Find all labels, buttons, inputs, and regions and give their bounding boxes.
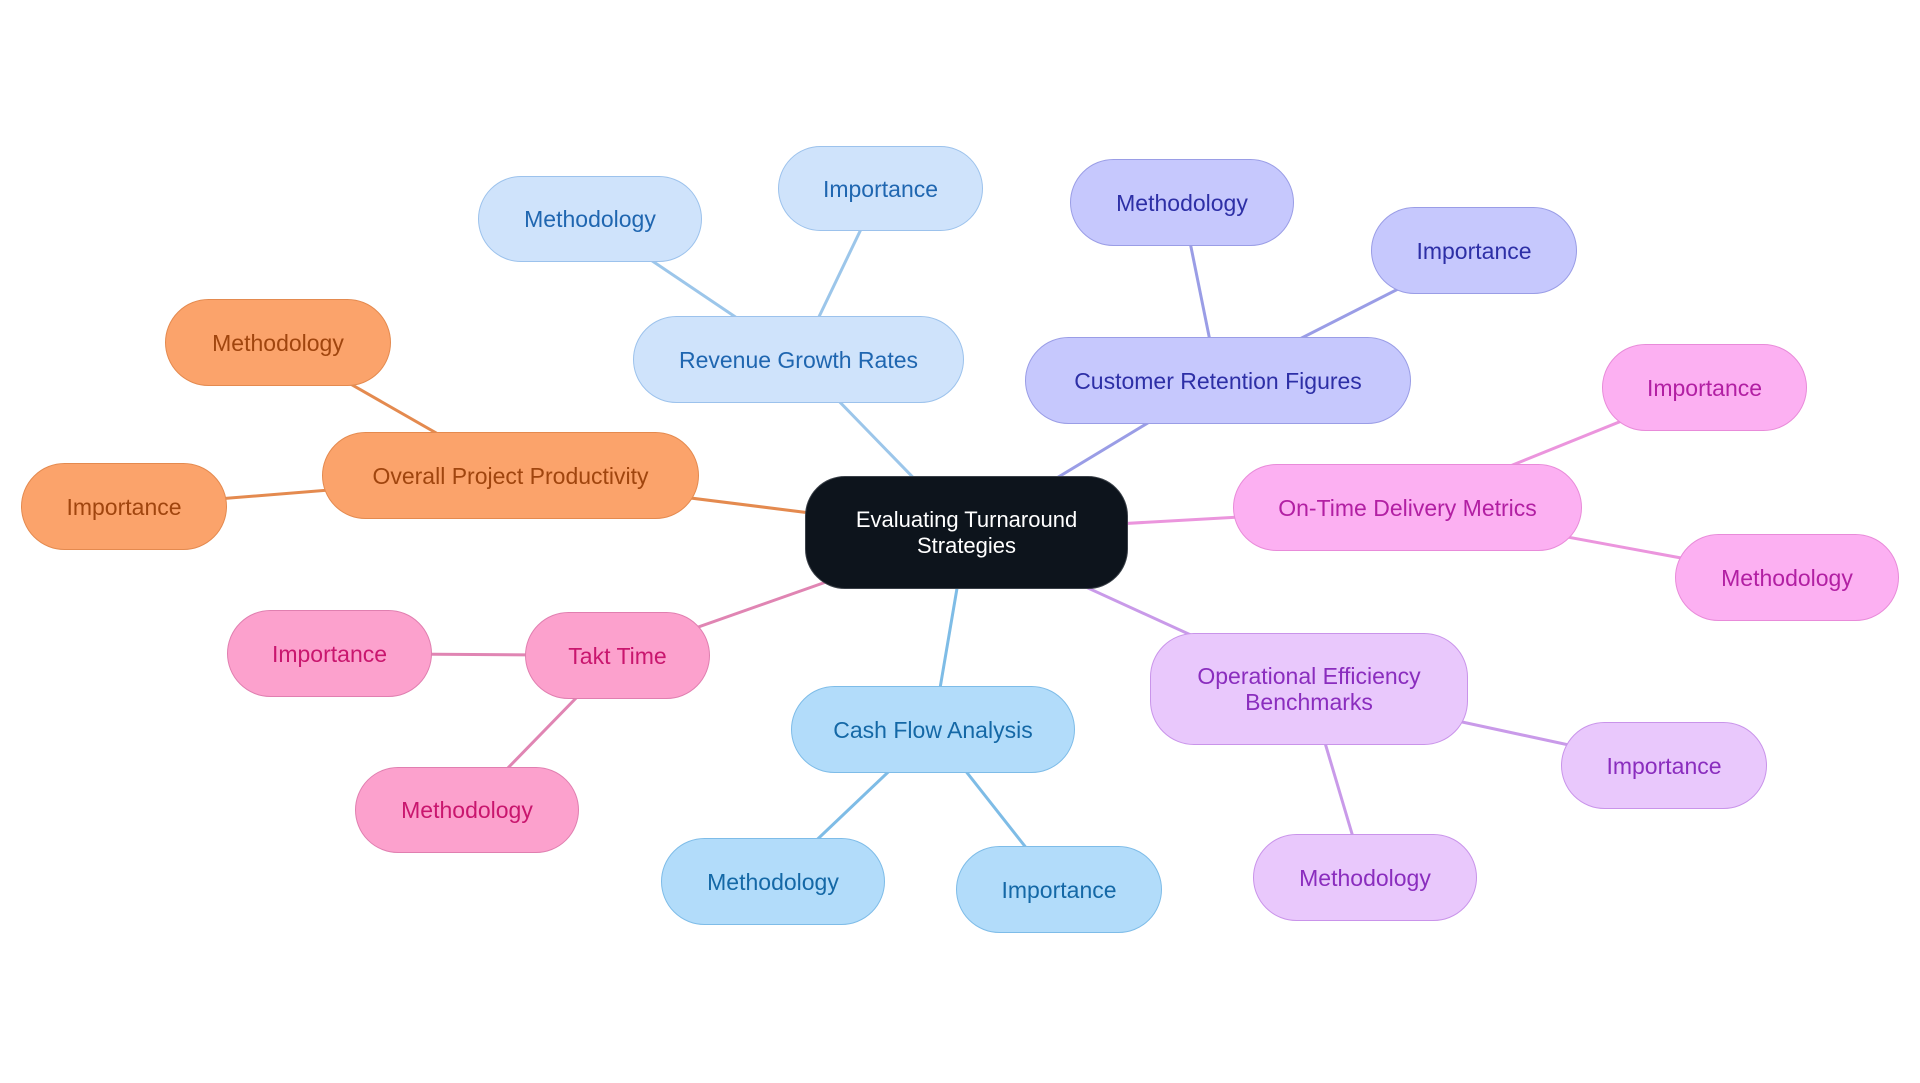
node-revenue-growth-rates[interactable]: Revenue Growth Rates [633,316,964,403]
node-revenue-growth-importance[interactable]: Importance [778,146,983,231]
node-label: Methodology [707,868,839,895]
node-project-productivity-methodology[interactable]: Methodology [165,299,391,386]
root-node[interactable]: Evaluating Turnaround Strategies [805,476,1128,589]
node-operational-efficiency-methodology[interactable]: Methodology [1253,834,1477,921]
node-customer-retention-methodology[interactable]: Methodology [1070,159,1294,246]
node-takt-time-importance[interactable]: Importance [227,610,432,697]
node-label: Importance [822,175,939,202]
node-cash-flow-analysis[interactable]: Cash Flow Analysis [791,686,1075,773]
node-cash-flow-importance[interactable]: Importance [956,846,1162,933]
node-label: Importance [66,493,182,520]
node-label: Methodology [1116,189,1248,216]
node-cash-flow-methodology[interactable]: Methodology [661,838,885,925]
node-label: Methodology [401,797,533,823]
node-label: Importance [271,640,388,667]
node-label: Cash Flow Analysis [833,716,1033,743]
node-label: Methodology [1721,564,1853,591]
node-takt-time[interactable]: Takt Time [525,612,710,699]
node-label: Customer Retention Figures [1074,367,1362,394]
node-customer-retention-figures[interactable]: Customer Retention Figures [1025,337,1411,424]
node-customer-retention-importance[interactable]: Importance [1371,207,1577,294]
node-label: Revenue Growth Rates [678,346,919,373]
node-project-productivity-importance[interactable]: Importance [21,463,227,550]
node-label: Takt Time [568,642,667,669]
node-operational-efficiency-benchmarks[interactable]: Operational Efficiency Benchmarks [1150,633,1468,745]
node-operational-efficiency-importance[interactable]: Importance [1561,722,1767,809]
node-label: Importance [1001,876,1117,903]
node-label-line2: Benchmarks [1245,689,1373,715]
node-label: Importance [1606,752,1722,779]
node-label: Importance [1416,237,1532,264]
root-label-line1: Evaluating Turnaround [855,506,1078,532]
node-label: Importance [1646,374,1763,401]
node-on-time-delivery-importance[interactable]: Importance [1602,344,1807,431]
node-label: On-Time Delivery Metrics [1278,494,1537,521]
node-label-line1: Operational Efficiency [1197,663,1421,689]
node-label: Methodology [212,329,344,356]
node-on-time-delivery-metrics[interactable]: On-Time Delivery Metrics [1233,464,1582,551]
node-takt-time-methodology[interactable]: Methodology [355,767,579,853]
node-label: Overall Project Productivity [372,462,649,489]
node-label: Methodology [524,206,656,232]
node-label: Methodology [1299,864,1431,891]
node-revenue-growth-methodology[interactable]: Methodology [478,176,702,262]
node-overall-project-productivity[interactable]: Overall Project Productivity [322,432,699,519]
root-label-line2: Strategies [916,532,1017,558]
node-on-time-delivery-methodology[interactable]: Methodology [1675,534,1899,621]
